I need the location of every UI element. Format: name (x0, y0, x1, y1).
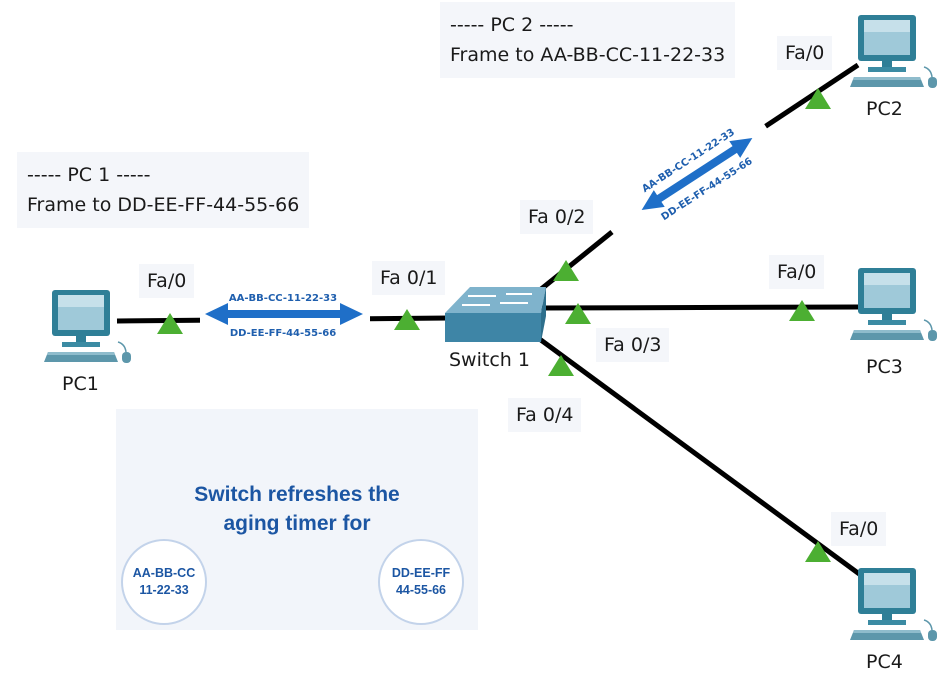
port-markers (157, 88, 831, 562)
switch-icon (445, 287, 546, 342)
link-pc1-top-mac: AA-BB-CC-11-22-33 (229, 293, 337, 304)
source-mac-circle: AA-BB-CC 11-22-33 (121, 539, 207, 625)
pc1-note: ----- PC 1 ----- Frame to DD-EE-FF-44-55… (17, 152, 310, 228)
pc2-note-header: ----- PC 2 ----- (450, 14, 574, 36)
link-arrow-pc1 (205, 303, 363, 325)
pc1-icon (43, 289, 132, 364)
pc1-note-frame: Frame to DD-EE-FF-44-55-66 (27, 194, 300, 216)
port-marker-sw-fa04 (548, 355, 574, 376)
link-pc1-bottom-mac: DD-EE-FF-44-55-66 (230, 328, 336, 339)
pc2-label: PC2 (866, 98, 903, 120)
aging-info-panel: Switch refreshes the aging timer for AA-… (116, 409, 478, 630)
port-label-pc3: Fa/0 (769, 255, 825, 289)
source-mac-line-1: AA-BB-CC (132, 566, 196, 580)
pc2-icon (849, 14, 938, 89)
source-mac-line-2: 11-22-33 (139, 583, 189, 597)
port-marker-pc1 (157, 313, 183, 334)
link-switch-pc2-a (538, 230, 614, 292)
link-switch-pc4 (528, 329, 864, 579)
port-marker-pc3 (789, 300, 815, 321)
link-switch-pc2-b (761, 62, 860, 131)
destination-mac-line-1: DD-EE-FF (391, 566, 451, 580)
info-line-1: Switch refreshes the (194, 483, 400, 506)
port-label-sw-fa01: Fa 0/1 (372, 261, 446, 295)
pc4-icon (849, 567, 938, 642)
pc1-note-header: ----- PC 1 ----- (27, 164, 151, 186)
pc3-label: PC3 (866, 356, 903, 378)
pc2-note-frame: Frame to AA-BB-CC-11-22-33 (450, 44, 726, 66)
port-label-sw-fa04: Fa 0/4 (508, 398, 582, 432)
port-label-pc2: Fa/0 (777, 36, 833, 70)
port-marker-sw-fa02 (553, 260, 579, 281)
destination-mac-circle: DD-EE-FF 44-55-66 (378, 539, 464, 625)
destination-mac-line-2: 44-55-66 (395, 583, 447, 597)
switch-label: Switch 1 (449, 349, 530, 371)
port-marker-sw-fa01 (394, 309, 420, 330)
pc2-note: ----- PC 2 ----- Frame to AA-BB-CC-11-22… (440, 2, 736, 78)
port-label-sw-fa03: Fa 0/3 (596, 328, 670, 362)
link-arrow-pc2 (641, 138, 753, 210)
info-line-2: aging timer for (223, 512, 371, 535)
port-marker-pc4 (805, 541, 831, 562)
port-marker-pc2 (805, 88, 831, 109)
port-label-pc4: Fa/0 (831, 512, 887, 546)
port-label-sw-fa02: Fa 0/2 (520, 200, 594, 234)
pc1-label: PC1 (62, 373, 99, 395)
port-marker-sw-fa03 (565, 303, 591, 324)
pc3-icon (849, 267, 938, 342)
link-switch-pc3 (539, 304, 861, 311)
pc4-label: PC4 (866, 651, 903, 673)
port-label-pc1: Fa/0 (139, 264, 195, 298)
